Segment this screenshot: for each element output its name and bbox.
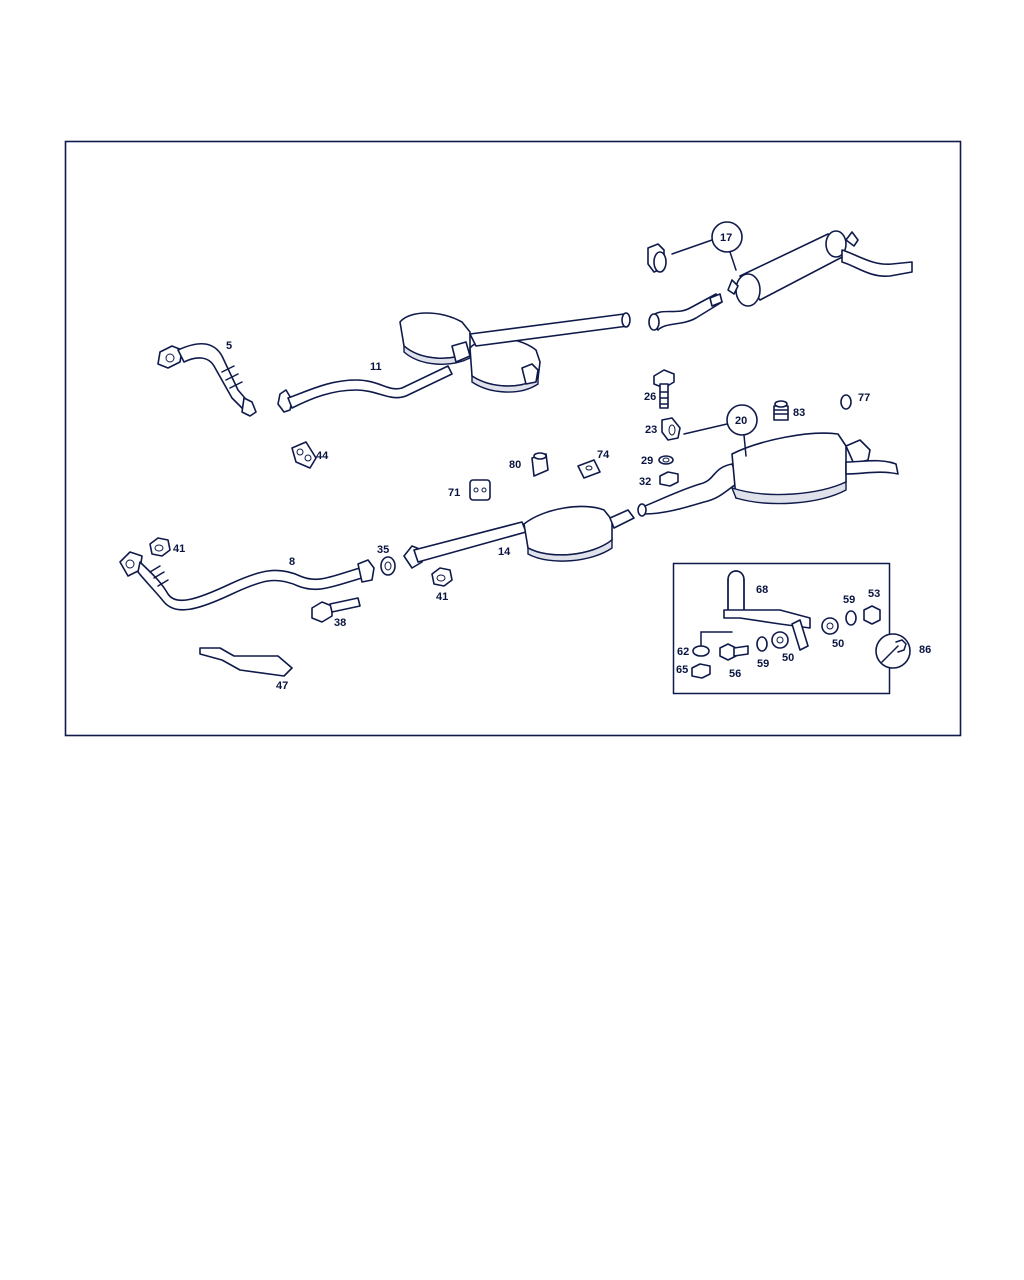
label-11: 11: [370, 361, 382, 373]
part-14-middle-pipe[interactable]: [403, 505, 635, 569]
label-8: 8: [289, 556, 295, 568]
label-59b: 59: [757, 658, 769, 670]
label-74: 74: [597, 449, 610, 461]
part-50-bush-a[interactable]: [771, 631, 789, 649]
part-53-nut[interactable]: [863, 605, 881, 625]
label-5: 5: [226, 340, 232, 352]
inset-bracket[interactable]: [723, 609, 811, 651]
label-41b: 41: [436, 591, 448, 603]
part-29-washer[interactable]: [658, 455, 674, 465]
label-68: 68: [756, 584, 768, 596]
part-74-mount[interactable]: [577, 459, 601, 479]
part-68-u-bolt[interactable]: [727, 570, 745, 613]
label-41a: 41: [173, 543, 185, 555]
label-80: 80: [509, 459, 521, 471]
callout-17: [711, 221, 743, 253]
part-86-tool[interactable]: [875, 633, 911, 669]
label-83: 83: [793, 407, 805, 419]
label-56: 56: [729, 668, 741, 680]
part-5-front-pipe[interactable]: [157, 343, 257, 417]
part-71-hanger[interactable]: [469, 479, 491, 501]
part-35-ring[interactable]: [380, 556, 396, 576]
part-41-nut-b[interactable]: [431, 567, 453, 587]
part-59-washer-b[interactable]: [845, 610, 857, 626]
part-77-ring[interactable]: [840, 394, 852, 410]
label-59a: 59: [843, 594, 855, 606]
label-77: 77: [858, 392, 870, 404]
part-56-bolt[interactable]: [719, 643, 749, 661]
label-53: 53: [868, 588, 880, 600]
wrench-icon: [881, 639, 907, 663]
part-17-rear-silencer[interactable]: [648, 230, 913, 331]
label-14: 14: [498, 546, 511, 558]
label-38: 38: [334, 617, 346, 629]
diagram-frame: [64, 140, 962, 737]
part-20-silencer[interactable]: [637, 432, 899, 517]
callout-20: [726, 404, 758, 436]
label-71: 71: [448, 487, 460, 499]
part-26-bolt[interactable]: [653, 369, 675, 409]
part-32-nut[interactable]: [659, 471, 679, 487]
part-41-nut-a[interactable]: [149, 537, 171, 557]
part-59-washer-a[interactable]: [756, 636, 768, 652]
part-38-bolt[interactable]: [311, 597, 361, 623]
label-32: 32: [639, 476, 651, 488]
part-83-bump-stop[interactable]: [773, 400, 789, 421]
label-50a: 50: [782, 652, 794, 664]
part-47-bracket[interactable]: [199, 647, 293, 677]
part-17-clamp[interactable]: [647, 243, 667, 273]
label-35: 35: [377, 544, 389, 556]
part-62-washer[interactable]: [692, 645, 710, 657]
part-80-mount[interactable]: [531, 452, 549, 477]
label-47: 47: [276, 680, 288, 692]
label-50b: 50: [832, 638, 844, 650]
label-23: 23: [645, 424, 657, 436]
part-11-catalyst-pipe[interactable]: [277, 312, 631, 413]
inset-frame: [672, 562, 891, 695]
part-65-nut[interactable]: [691, 663, 711, 679]
label-29: 29: [641, 455, 653, 467]
part-50-bush-b[interactable]: [821, 617, 839, 635]
label-86: 86: [919, 644, 931, 656]
label-65: 65: [676, 664, 688, 676]
label-62: 62: [677, 646, 689, 658]
part-8-front-pipe[interactable]: [119, 551, 375, 611]
part-44-bracket[interactable]: [291, 441, 317, 469]
label-17: 17: [720, 232, 732, 244]
label-26: 26: [644, 391, 656, 403]
label-20: 20: [735, 415, 747, 427]
part-23-clamp[interactable]: [661, 417, 681, 441]
label-44: 44: [316, 450, 329, 462]
